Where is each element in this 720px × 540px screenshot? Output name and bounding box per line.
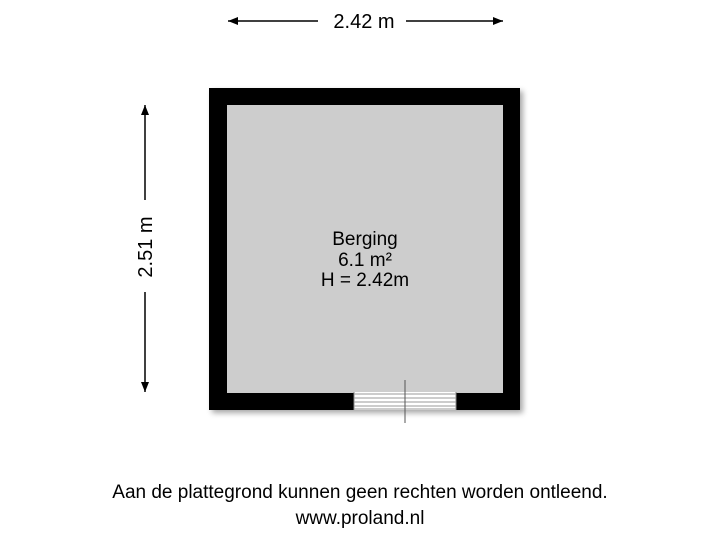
room-name: Berging [332, 229, 398, 250]
room-floor [227, 105, 503, 393]
depth-dimension-label: 2.51 m [135, 216, 157, 277]
room-label: Berging 6.1 m² H = 2.42m [321, 229, 409, 291]
width-dimension: 2.42 m [228, 11, 503, 33]
room-height: H = 2.42m [321, 270, 409, 291]
width-dimension-label: 2.42 m [333, 11, 394, 33]
website-text: www.proland.nl [295, 508, 425, 529]
disclaimer-text: Aan de plattegrond kunnen geen rechten w… [112, 482, 608, 503]
room-area: 6.1 m² [338, 250, 392, 271]
door-opening [353, 380, 457, 423]
depth-dimension: 2.51 m [135, 105, 157, 392]
